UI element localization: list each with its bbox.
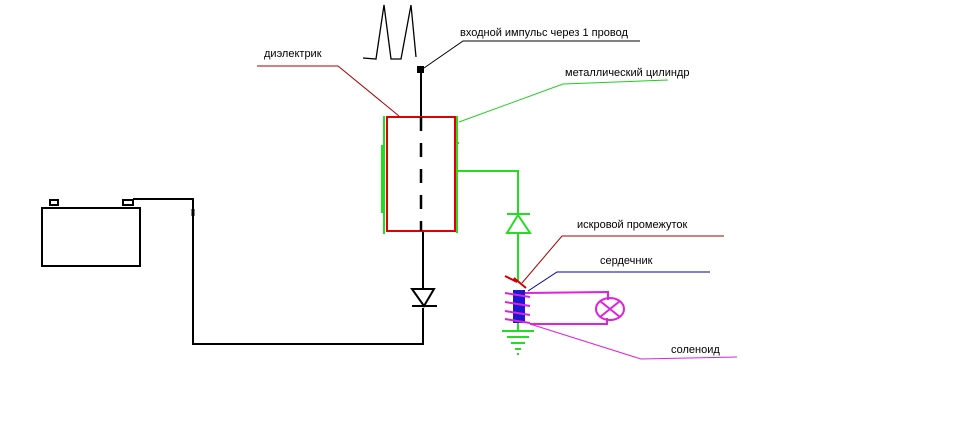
core — [513, 290, 525, 323]
input-pulse-leader — [423, 40, 640, 69]
cylinder-wire — [457, 170, 519, 213]
metal-cylinder-leader — [458, 79, 669, 123]
diode-secondary — [505, 213, 532, 282]
metal-cylinder-label: металлический цилиндр — [565, 67, 689, 79]
core-label: сердечник — [600, 255, 653, 267]
solenoid-leader — [529, 323, 738, 360]
input-pulse-waveform — [362, 4, 417, 60]
spark-gap-leader — [521, 235, 724, 284]
solenoid-label: соленоид — [671, 344, 720, 356]
diode-main — [410, 230, 437, 308]
battery-body — [41, 207, 141, 267]
spark-gap-label: искровой промежуток — [577, 219, 687, 231]
lamp — [595, 297, 625, 321]
battery-wire — [133, 198, 424, 345]
spark-gap — [504, 275, 527, 289]
ground — [502, 323, 534, 355]
input-pulse-label: входной импульс через 1 провод — [460, 27, 628, 39]
dielectric-leader — [257, 65, 400, 117]
dielectric-label: диэлектрик — [264, 48, 322, 60]
battery-terminal-left — [49, 199, 59, 206]
solenoid-coil — [504, 292, 531, 324]
input-terminal — [417, 66, 424, 73]
core-leader — [527, 271, 710, 292]
battery-terminal-right — [122, 199, 134, 206]
battery — [41, 199, 141, 267]
metal-cylinder — [381, 116, 459, 234]
